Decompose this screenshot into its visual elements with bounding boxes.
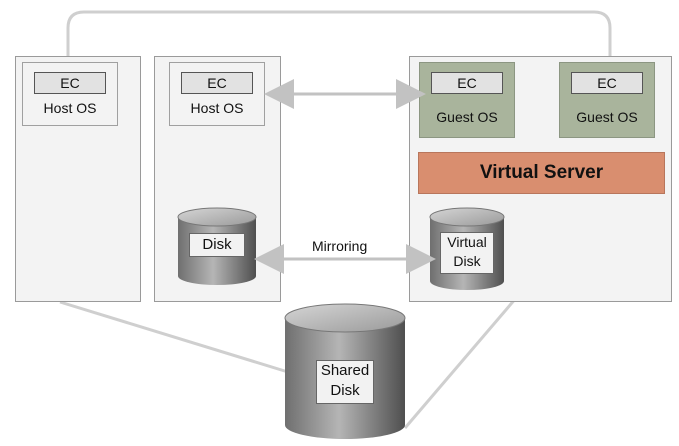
virtual-disk-line2: Disk bbox=[453, 253, 481, 269]
shared-disk-line1: Shared bbox=[320, 362, 370, 379]
shared-disk-line2: Disk bbox=[330, 382, 360, 399]
mirroring-label: Mirroring bbox=[312, 238, 368, 254]
left-shared-disk-connector bbox=[59, 300, 289, 374]
guest-os-left: EC Guest OS bbox=[419, 62, 515, 138]
disk-label: Disk bbox=[189, 233, 245, 257]
virtual-server-bar: Virtual Server bbox=[418, 152, 665, 194]
virtual-disk-label: Virtual Disk bbox=[440, 232, 494, 274]
ec-tag: EC bbox=[181, 72, 253, 94]
ec-tag: EC bbox=[571, 72, 643, 94]
virtual-disk-line1: Virtual bbox=[447, 234, 487, 250]
ec-tag: EC bbox=[34, 72, 106, 94]
shared-disk-label: Shared Disk bbox=[316, 360, 374, 404]
host-os-label: Host OS bbox=[190, 100, 244, 116]
failover-loop-connector bbox=[66, 10, 612, 62]
guest-os-label: Guest OS bbox=[436, 109, 498, 125]
guest-os-label: Guest OS bbox=[576, 109, 638, 125]
host-os-left: EC Host OS bbox=[22, 62, 118, 126]
guest-os-right: EC Guest OS bbox=[559, 62, 655, 138]
host-os-label: Host OS bbox=[43, 100, 97, 116]
host-os-middle: EC Host OS bbox=[169, 62, 265, 126]
ec-tag: EC bbox=[431, 72, 503, 94]
